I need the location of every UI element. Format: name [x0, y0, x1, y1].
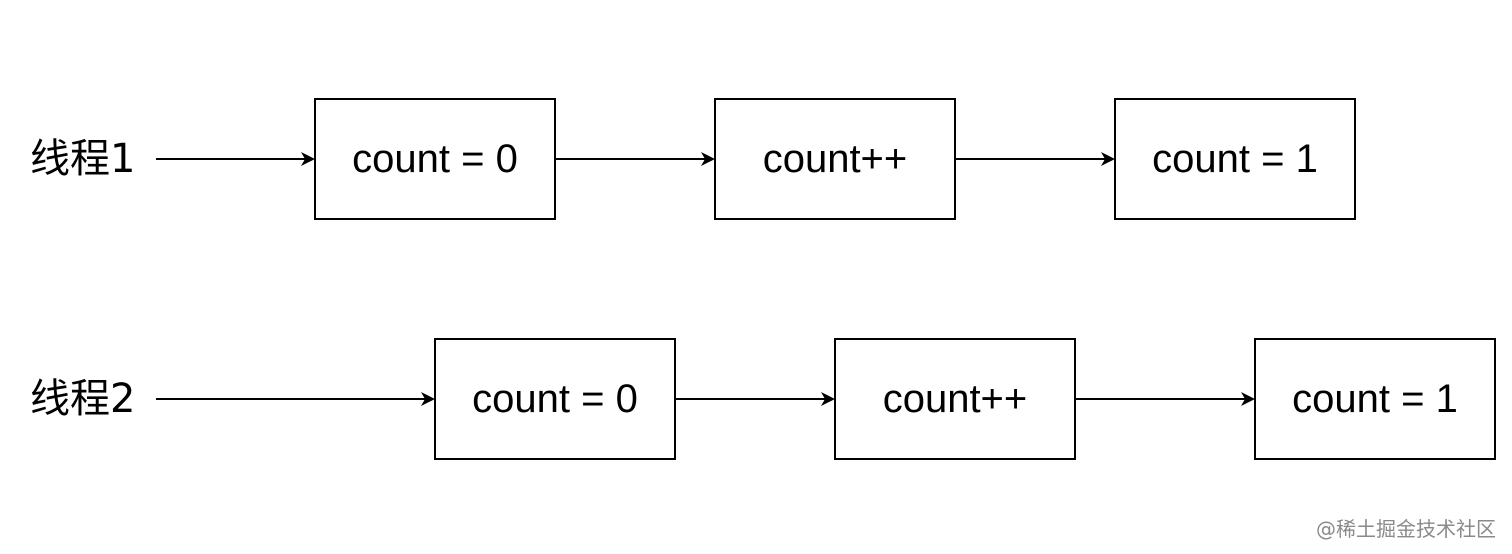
- thread1-step2-box: count++: [714, 98, 956, 220]
- thread2-step3-box: count = 1: [1254, 338, 1496, 460]
- thread1-label: 线程1: [30, 136, 136, 182]
- watermark: @稀土掘金技术社区: [1316, 517, 1496, 541]
- thread1-step3-box: count = 1: [1114, 98, 1356, 220]
- thread2-label: 线程2: [30, 376, 136, 422]
- thread2-step2-box: count++: [834, 338, 1076, 460]
- thread1-step1-box: count = 0: [314, 98, 556, 220]
- thread2-step1-box: count = 0: [434, 338, 676, 460]
